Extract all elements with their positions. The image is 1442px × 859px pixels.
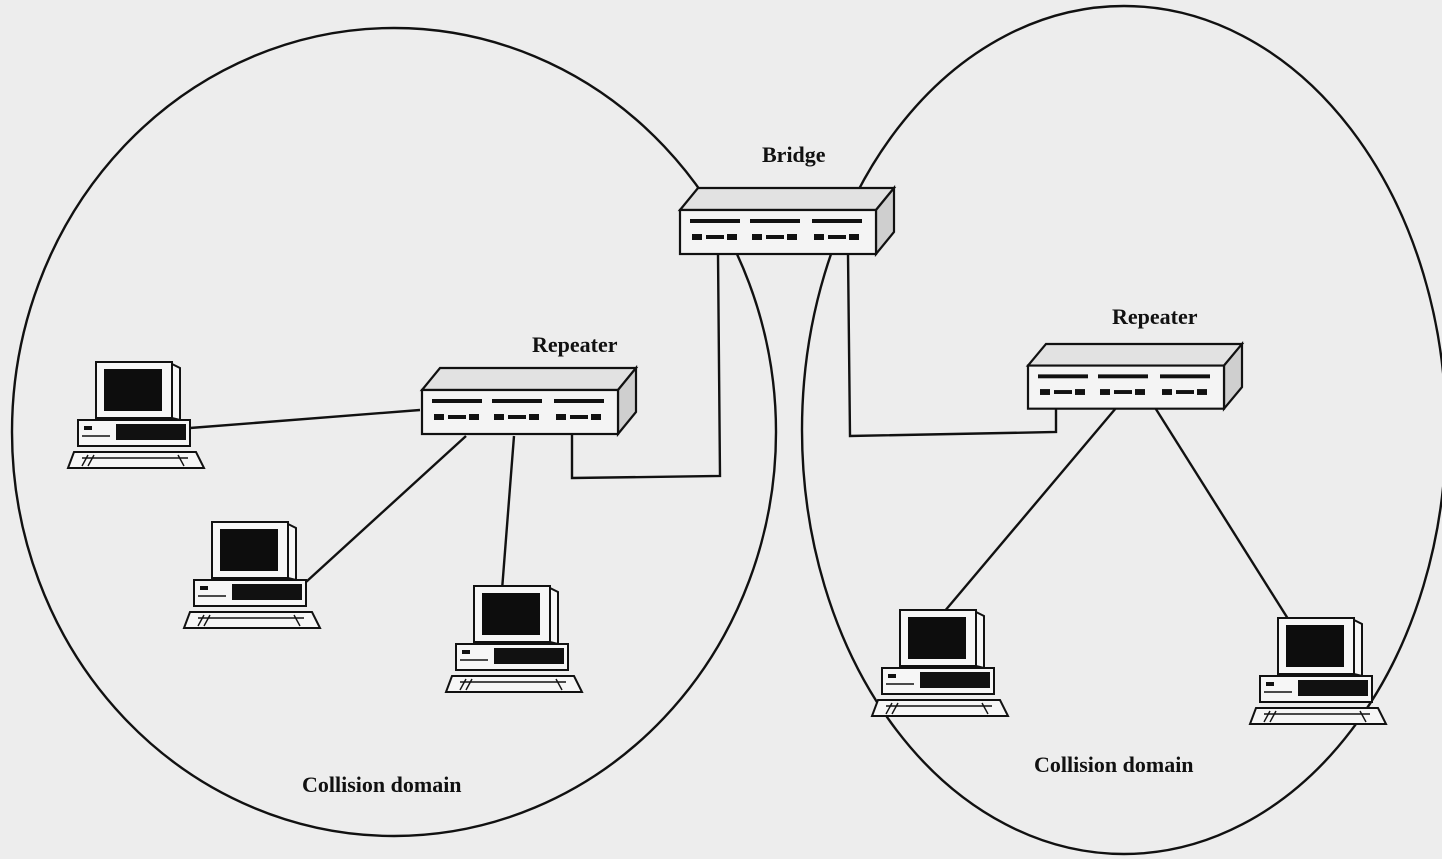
bridge-device [680, 188, 894, 254]
pc-left-3 [446, 586, 582, 692]
repeater-right-label: Repeater [1112, 304, 1198, 329]
pc-left-2 [184, 522, 320, 628]
collision-domain-left-label: Collision domain [302, 772, 462, 797]
pc-right-1 [872, 610, 1008, 716]
collision-domain-right [802, 6, 1442, 854]
bridge-label: Bridge [762, 142, 826, 167]
repeater-left-label: Repeater [532, 332, 618, 357]
pc-right-2 [1250, 618, 1386, 724]
repeater-right-device [1028, 344, 1242, 409]
collision-domain-right-label: Collision domain [1034, 752, 1194, 777]
pc-left-1 [68, 362, 204, 468]
repeater-left-device [422, 368, 636, 434]
